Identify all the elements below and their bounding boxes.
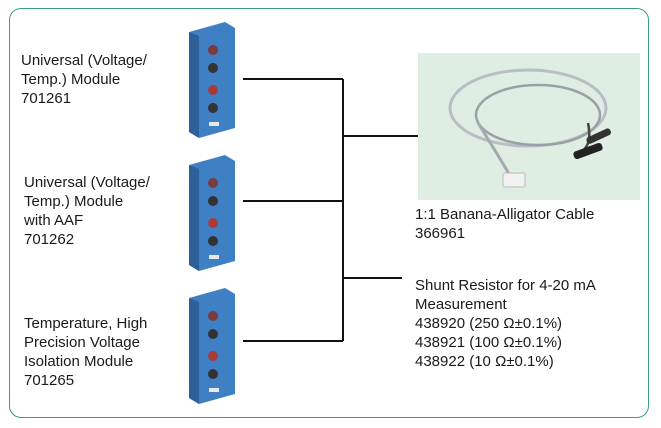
module-image-701265 bbox=[189, 288, 235, 404]
module-label-line: 701261 bbox=[21, 90, 72, 107]
diagram-frame bbox=[9, 8, 649, 418]
shunt-label-line: 438920 (250 Ω±0.1%) bbox=[415, 315, 563, 332]
module-image-701262 bbox=[189, 155, 235, 271]
module-label-line: 701265 bbox=[24, 372, 75, 389]
cable-label-line: 366961 bbox=[415, 225, 466, 242]
shunt-label-line: 438921 (100 Ω±0.1%) bbox=[415, 334, 563, 351]
shunt-label-line: Measurement bbox=[415, 296, 507, 313]
module-image-701261 bbox=[189, 22, 235, 138]
module-label-line: Temp.) Module bbox=[21, 71, 121, 88]
module-label-line: Isolation Module bbox=[24, 353, 134, 370]
module-label-line: Universal (Voltage/ bbox=[24, 174, 150, 191]
cable-label-line: 1:1 Banana-Alligator Cable bbox=[415, 206, 595, 223]
cable-label: 1:1 Banana-Alligator Cable 366961 bbox=[415, 205, 594, 243]
module-label-line: Temperature, High bbox=[24, 315, 148, 332]
module-label-line: with AAF bbox=[24, 212, 84, 229]
module-label-701262: Universal (Voltage/ Temp.) Module with A… bbox=[24, 173, 150, 249]
module-label-line: Precision Voltage bbox=[24, 334, 140, 351]
module-label-701265: Temperature, High Precision Voltage Isol… bbox=[24, 314, 147, 390]
module-label-701261: Universal (Voltage/ Temp.) Module 701261 bbox=[21, 51, 147, 108]
shunt-label: Shunt Resistor for 4-20 mA Measurement 4… bbox=[415, 276, 596, 371]
shunt-label-line: 438922 (10 Ω±0.1%) bbox=[415, 353, 554, 370]
module-label-line: Universal (Voltage/ bbox=[21, 52, 147, 69]
cable-photo bbox=[418, 53, 640, 200]
module-label-line: 701262 bbox=[24, 231, 75, 248]
module-label-line: Temp.) Module bbox=[24, 193, 124, 210]
shunt-label-line: Shunt Resistor for 4-20 mA bbox=[415, 277, 596, 294]
